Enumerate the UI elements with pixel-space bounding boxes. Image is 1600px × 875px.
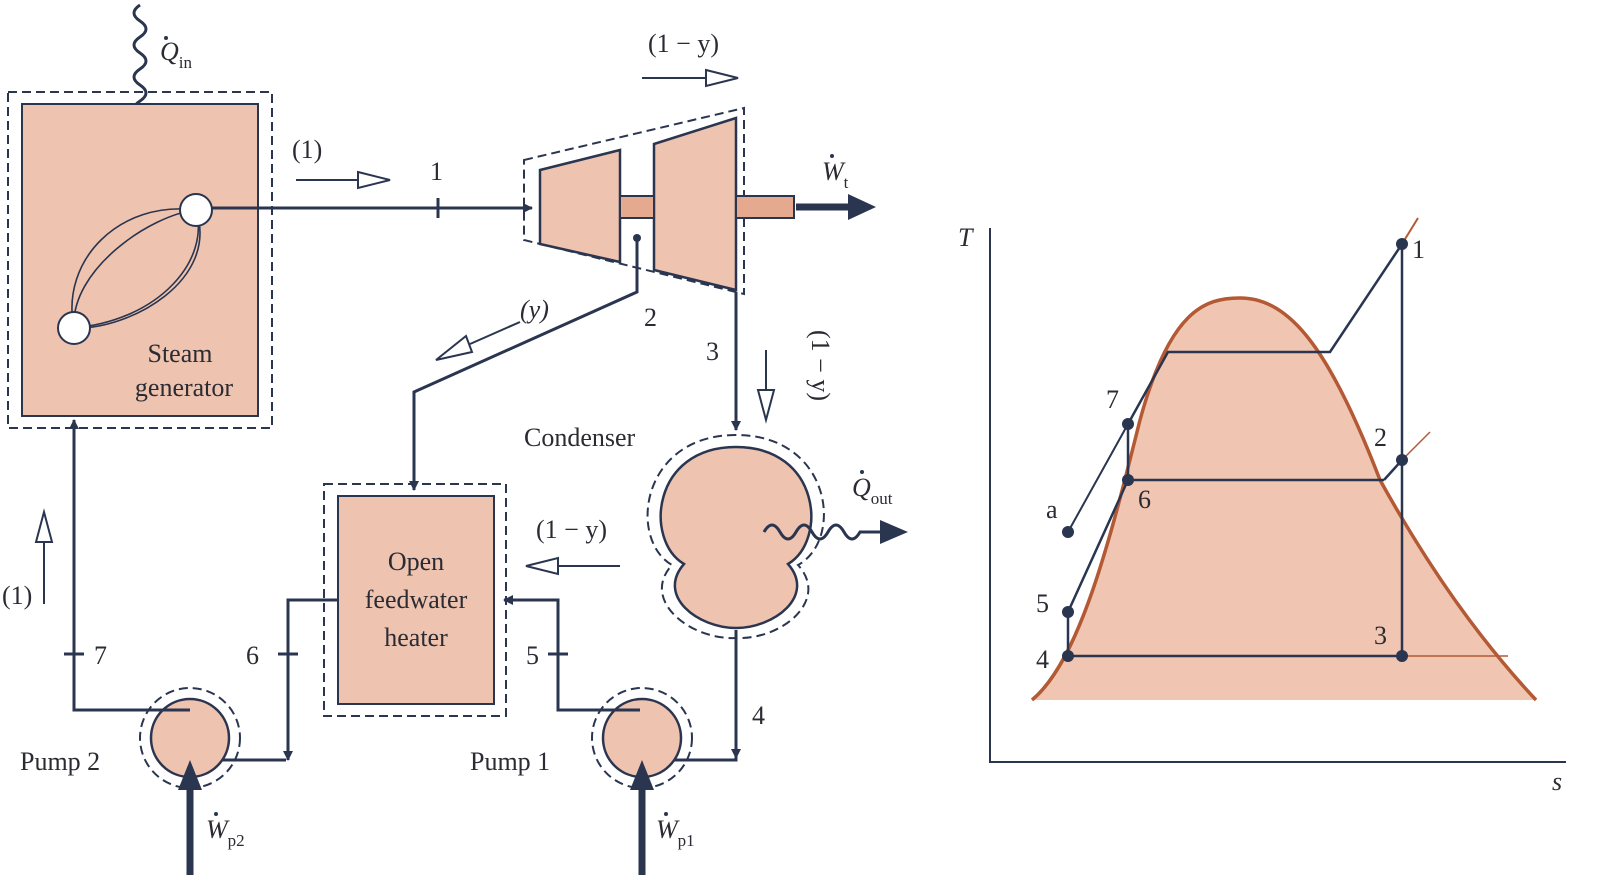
ts-point-5: [1062, 606, 1074, 618]
turbine-stage-1: [538, 148, 622, 264]
steam-generator-coil: [71, 208, 201, 329]
ts-point-1: [1396, 238, 1408, 250]
flow-turbine-remaining-label: (1 − y): [648, 29, 719, 58]
steam-generator-label-1: Steam: [148, 339, 213, 368]
pump-1-label: Pump 1: [470, 747, 550, 776]
turbine-stage-2: [652, 116, 738, 292]
ts-label-7: 7: [1106, 385, 1119, 414]
state-4-label: 4: [752, 701, 765, 730]
ts-label-a: a: [1046, 495, 1058, 524]
heat-out-squiggle: [762, 523, 882, 541]
feedwater-heater-label-3: heater: [384, 623, 448, 652]
feedwater-heater-label-1: Open: [388, 547, 444, 576]
flow-turbine-remaining-arrow: [642, 68, 739, 88]
ts-label-4: 4: [1036, 645, 1049, 674]
flow-unit-return-label: (1): [2, 581, 32, 610]
steam-generator: [21, 103, 259, 417]
flow-condenser-down-label: (1 − y): [806, 330, 835, 401]
flow-unit-main-label: (1): [292, 135, 322, 164]
heat-in-dot: [164, 36, 168, 40]
pump-1-work-dot: [664, 812, 668, 816]
flow-unit-main-arrow: [296, 170, 391, 190]
flow-to-heater-arrow: [525, 556, 620, 576]
pump-1-work-label: Wp1: [656, 815, 695, 850]
turbine-shaft-outer: [735, 195, 795, 219]
ts-axis-s-label: s: [1552, 767, 1562, 796]
pump-2-work-dot: [214, 812, 218, 816]
state-2-label: 2: [644, 303, 657, 332]
flow-to-heater-label: (1 − y): [536, 515, 607, 544]
ts-point-7: [1122, 418, 1134, 430]
ts-label-5: 5: [1036, 589, 1049, 618]
turbine-work-dot: [830, 154, 834, 158]
process-7-1: [1126, 243, 1404, 425]
state-5-label: 5: [526, 641, 539, 670]
ts-point-3: [1396, 650, 1408, 662]
flow-extract-label: (y): [520, 295, 549, 324]
flow-unit-return-arrow: [34, 508, 54, 604]
condenser-shell: [659, 445, 813, 630]
turbine-shaft-inner: [619, 195, 655, 219]
ts-label-3: 3: [1374, 621, 1387, 650]
state-3-label: 3: [706, 337, 719, 366]
ts-axis-T-label: T: [958, 223, 974, 252]
heat-out-label: Qout: [852, 473, 893, 508]
pump-1-work-arrowhead: [630, 760, 654, 790]
steam-generator-boundary: [7, 91, 273, 429]
state-1-label: 1: [430, 157, 443, 186]
heat-out-dot: [860, 470, 864, 474]
process-5-6: [1066, 479, 1130, 613]
saturation-dome: [1030, 296, 1538, 702]
ts-axes: [989, 228, 1566, 763]
steam-generator-inlet-header: [57, 311, 91, 345]
flow-line-7: [69, 419, 190, 712]
turbine-boundary: [523, 106, 745, 296]
turbine-work-label: Wt: [822, 157, 849, 192]
ts-point-4: [1062, 650, 1074, 662]
steam-generator-label-2: generator: [135, 373, 234, 402]
ts-point-6: [1122, 474, 1134, 486]
pump-2-work-arrowhead: [178, 760, 202, 790]
isobar-mid-extension: [1401, 431, 1431, 461]
pump-2-label: Pump 2: [20, 747, 100, 776]
ts-point-a: [1062, 526, 1074, 538]
flow-line-4: [653, 630, 738, 765]
feedwater-heater-boundary: [323, 483, 507, 717]
flow-line-2: [409, 238, 639, 491]
flow-extract-arrow: [435, 321, 521, 361]
state-6-label: 6: [246, 641, 259, 670]
ts-diagram: T s 1 2 3 4 5 6 7 a: [958, 217, 1566, 796]
ts-label-6: 6: [1138, 485, 1151, 514]
flow-line-6: [283, 598, 338, 761]
turbine-work-arrowhead: [848, 194, 876, 220]
steam-generator-outlet-header: [179, 193, 213, 227]
heat-in-label: Qin: [160, 37, 193, 72]
process-a-7: [1067, 423, 1129, 533]
ts-point-2: [1396, 454, 1408, 466]
feedwater-heater-label-2: feedwater: [365, 585, 468, 614]
pump-2-work-label: Wp2: [206, 815, 245, 850]
flow-condenser-down-arrow: [756, 350, 776, 424]
ts-label-1: 1: [1412, 235, 1425, 264]
state-7-label: 7: [94, 641, 107, 670]
heat-out-arrowhead: [880, 520, 908, 544]
saturation-dome-fill: [1032, 298, 1536, 700]
ts-label-2: 2: [1374, 423, 1387, 452]
condenser-label: Condenser: [524, 423, 636, 452]
feedwater-heater: [337, 495, 495, 705]
